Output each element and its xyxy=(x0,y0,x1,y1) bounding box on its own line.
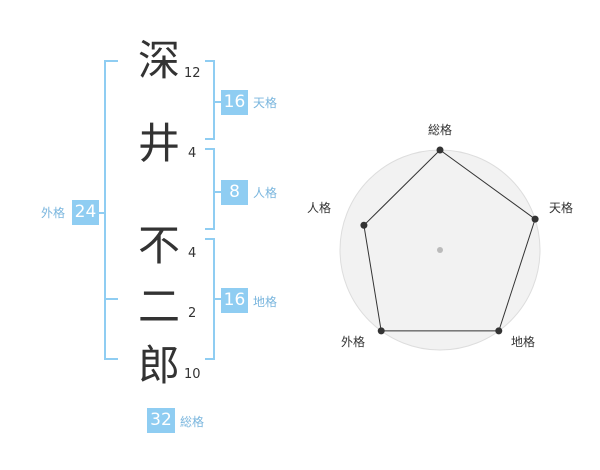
radar-points xyxy=(360,146,539,335)
soukaku-label: 総格 xyxy=(180,415,205,429)
gaikaku-label: 外格 xyxy=(41,206,66,220)
stroke-count-4: 2 xyxy=(188,306,197,321)
radar-point xyxy=(360,221,368,229)
tenkaku-badge: 16 xyxy=(221,90,248,115)
gaikaku-badge: 24 xyxy=(72,200,99,225)
name-char-3: 不 xyxy=(137,221,180,270)
gaikaku-bracket-vertical xyxy=(104,60,106,360)
radar-point xyxy=(531,215,539,223)
gaikaku-connector xyxy=(98,212,106,214)
chikaku-label: 地格 xyxy=(253,295,278,309)
name-char-1: 深 xyxy=(137,36,180,85)
soukaku-badge: 32 xyxy=(147,408,175,433)
name-char-2: 井 xyxy=(137,119,180,168)
radar-axis-label: 地格 xyxy=(511,335,536,349)
gaikaku-bracket-mid xyxy=(104,298,118,300)
radar-point xyxy=(495,327,503,335)
jinkaku-label: 人格 xyxy=(253,186,278,200)
radar-polygon xyxy=(363,149,536,332)
radar-point xyxy=(377,327,385,335)
jinkaku-bracket-vertical xyxy=(213,148,215,230)
name-char-4: 二 xyxy=(137,282,180,331)
gaikaku-bracket-top xyxy=(104,60,118,62)
radar-axis-label: 人格 xyxy=(307,201,332,215)
chikaku-bracket-bottom xyxy=(205,358,215,360)
jinkaku-bracket-bottom xyxy=(205,228,215,230)
chikaku-badge: 16 xyxy=(221,288,248,313)
jinkaku-bracket-top xyxy=(205,148,215,150)
jinkaku-badge: 8 xyxy=(221,180,248,205)
radar-axis-label: 外格 xyxy=(341,335,366,349)
name-char-5: 郎 xyxy=(137,341,180,390)
radar-center-dot xyxy=(437,247,443,253)
tenkaku-label: 天格 xyxy=(253,96,278,110)
jinkaku-connector xyxy=(213,191,221,193)
stroke-count-5: 10 xyxy=(184,367,201,382)
stroke-count-1: 12 xyxy=(184,66,201,81)
radar-axis-label: 天格 xyxy=(549,201,574,215)
gaikaku-bracket-bottom xyxy=(104,358,118,360)
radar-point xyxy=(436,146,444,154)
tenkaku-bracket-bottom xyxy=(205,138,215,140)
tenkaku-bracket-top xyxy=(205,60,215,62)
tenkaku-connector xyxy=(213,101,221,103)
stroke-count-2: 4 xyxy=(188,146,197,161)
stroke-count-3: 4 xyxy=(188,246,197,261)
tenkaku-bracket-vertical xyxy=(213,60,215,140)
chikaku-connector xyxy=(213,298,221,300)
chikaku-bracket-top xyxy=(205,238,215,240)
radar-axis-label: 総格 xyxy=(428,123,453,137)
